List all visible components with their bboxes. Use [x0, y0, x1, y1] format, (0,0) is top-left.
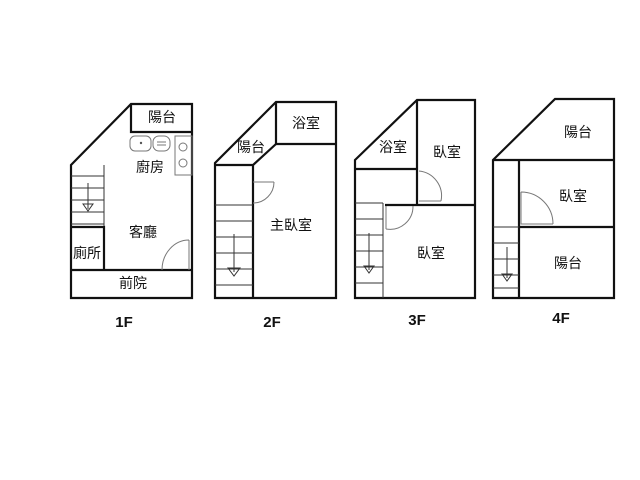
room-label: 陽台: [237, 140, 265, 156]
door-arc: [418, 170, 442, 202]
door-arc: [520, 191, 554, 225]
room-label: 客廳: [129, 224, 157, 241]
floor-label: 4F: [552, 310, 570, 327]
arrow-down-icon: [227, 234, 241, 277]
room-label: 臥室: [433, 144, 461, 161]
room-label: 陽台: [148, 110, 176, 126]
stairs: [493, 226, 519, 289]
arrow-down-icon: [501, 247, 513, 282]
floor-2f: 浴室 陽台 主臥室 2F: [213, 100, 338, 331]
room-label: 臥室: [559, 188, 587, 205]
balcony-wall: [129, 104, 192, 134]
room-label: 陽台: [554, 256, 582, 272]
room-label: 廚房: [136, 159, 164, 176]
stove-icon: [174, 135, 193, 176]
floor-4f: 陽台 臥室 陽台 4F: [491, 97, 616, 327]
floor-label: 2F: [263, 314, 281, 331]
sink-icon: [129, 135, 171, 152]
room-label: 前院: [119, 275, 147, 292]
outer-wall: [213, 100, 338, 300]
stairs: [71, 165, 105, 270]
room-label: 浴室: [379, 139, 407, 156]
room-label: 陽台: [564, 125, 592, 141]
stairs: [355, 202, 383, 284]
outer-wall: [353, 98, 477, 300]
floor-1f: 陽台 廚房 客廳 廁所 前院 1F: [69, 102, 194, 331]
arrow-down-icon: [363, 233, 375, 274]
outer-wall: [69, 102, 194, 300]
door-arc: [161, 239, 190, 271]
arrow-down-icon: [82, 183, 94, 212]
toilet-wall: [71, 225, 106, 270]
door-arc: [385, 205, 414, 230]
floor-label: 3F: [408, 312, 426, 329]
floor-label: 1F: [115, 314, 133, 331]
room-label: 臥室: [417, 245, 445, 262]
door-arc: [252, 181, 275, 204]
room-label: 廁所: [73, 245, 101, 262]
room-label: 浴室: [292, 115, 320, 132]
floor-3f: 浴室 臥室 臥室 3F: [353, 98, 477, 329]
room-label: 主臥室: [270, 217, 312, 234]
stairs: [215, 204, 253, 286]
